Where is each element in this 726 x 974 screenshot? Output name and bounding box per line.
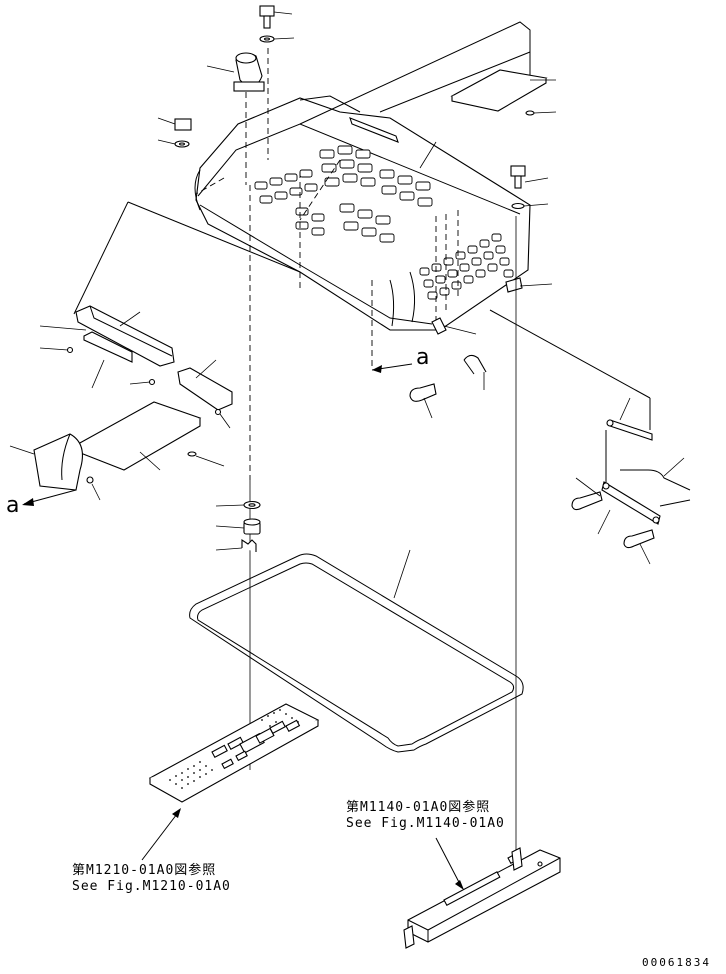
reference-upper-ja: 第M1140-01A0図参照 bbox=[346, 800, 491, 815]
cover-front-vent-grid bbox=[419, 233, 514, 300]
bracket-leader bbox=[435, 837, 463, 889]
leader-bracket-2 bbox=[443, 325, 477, 335]
drawing-code: 00061834 bbox=[642, 956, 711, 969]
reference-label-lower: 第M1210-01A0図参照 See Fig.M1210-01A0 bbox=[72, 863, 231, 895]
rail-long bbox=[39, 305, 175, 389]
ref-line-left-2 bbox=[127, 201, 301, 273]
board-leader bbox=[141, 809, 181, 861]
reference-lower-ja: 第M1210-01A0図参照 bbox=[72, 863, 217, 878]
top-washer bbox=[259, 35, 295, 43]
leader-cover bbox=[419, 141, 437, 169]
gasket-seal bbox=[189, 549, 524, 753]
pin-center bbox=[409, 383, 437, 419]
right-rod bbox=[606, 397, 653, 441]
right-bolt bbox=[510, 165, 549, 189]
center-clip bbox=[215, 538, 257, 552]
cover-vent-grid bbox=[254, 145, 433, 243]
top-bolt bbox=[259, 5, 293, 29]
duct-elbow bbox=[206, 52, 265, 92]
view-arrow-top-head bbox=[372, 365, 382, 373]
board-leader-head bbox=[172, 808, 181, 818]
ref-line-left bbox=[73, 201, 129, 315]
dashed-axis-9 bbox=[299, 159, 341, 221]
main-cover bbox=[194, 95, 531, 335]
reference-lower-en: See Fig.M1210-01A0 bbox=[72, 879, 231, 894]
ref-line-upper-2 bbox=[379, 51, 531, 113]
control-board bbox=[148, 703, 320, 803]
dashed-axis-8 bbox=[195, 177, 225, 195]
view-arrow-left-head bbox=[22, 498, 34, 506]
right-pin-2 bbox=[623, 529, 655, 565]
ref-line-right bbox=[489, 309, 651, 399]
left-pad bbox=[76, 401, 225, 471]
washer-left bbox=[157, 139, 190, 148]
leader-arm bbox=[597, 509, 611, 535]
center-nut bbox=[215, 518, 261, 535]
right-bracket-arm bbox=[601, 457, 691, 525]
top-right-plate bbox=[450, 69, 557, 116]
left-guard bbox=[9, 433, 101, 501]
center-washer bbox=[215, 500, 261, 510]
reference-upper-en: See Fig.M1140-01A0 bbox=[346, 816, 505, 831]
right-pin-1 bbox=[571, 477, 603, 511]
right-washer bbox=[511, 202, 549, 210]
rail-short bbox=[177, 359, 233, 429]
lower-bracket bbox=[403, 847, 561, 949]
view-marker-a-top: a bbox=[416, 345, 430, 370]
leader-bracket bbox=[519, 283, 553, 287]
view-marker-a-left: a bbox=[6, 493, 20, 518]
nut-left bbox=[157, 117, 192, 131]
bracket-leader-head bbox=[455, 880, 464, 890]
reference-label-upper: 第M1140-01A0図参照 See Fig.M1140-01A0 bbox=[346, 800, 505, 832]
clip-center bbox=[463, 354, 487, 390]
ref-line-upper bbox=[299, 21, 531, 125]
